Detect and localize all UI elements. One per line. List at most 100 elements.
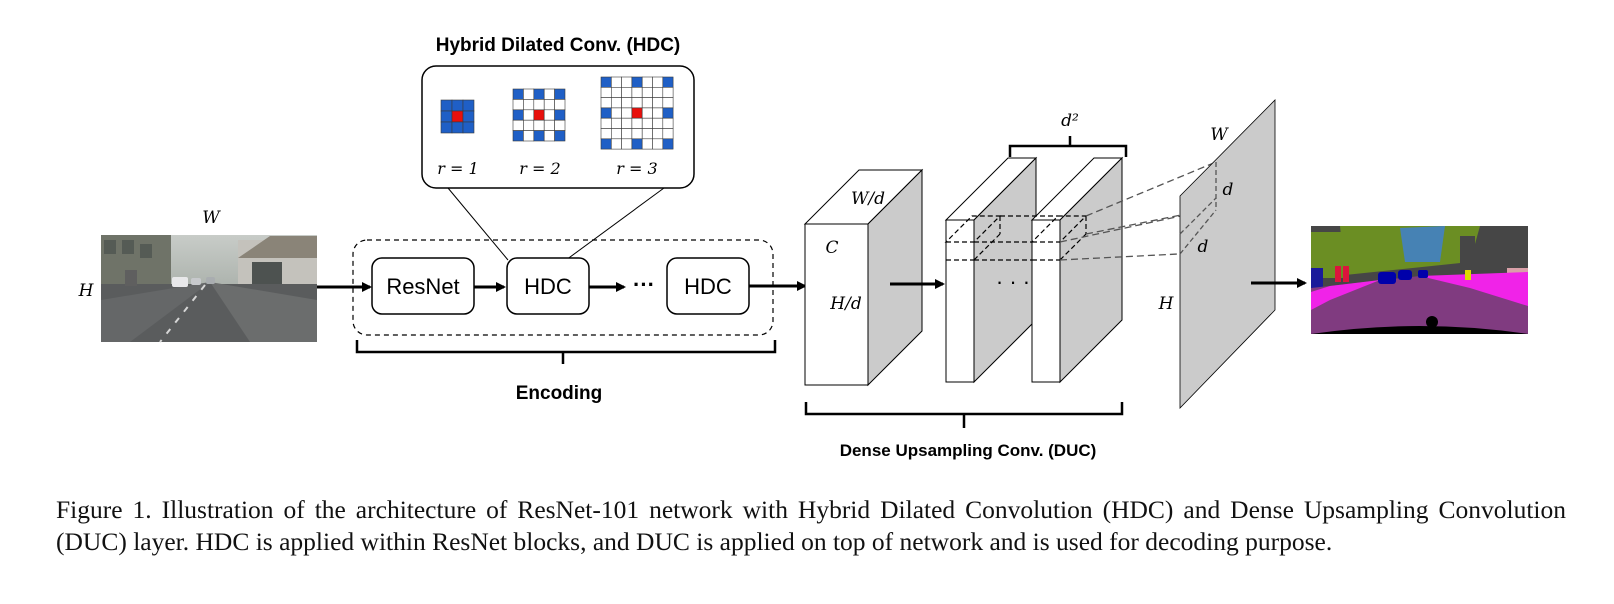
kernel-cell	[621, 138, 633, 150]
kernel-cell	[462, 99, 475, 112]
kernel-cell	[641, 107, 653, 119]
kernel-cell	[610, 117, 622, 129]
kernel-cell	[523, 109, 535, 121]
kernel-cell	[440, 99, 453, 112]
kernel-cell	[662, 117, 674, 129]
kernel-cell	[600, 76, 612, 88]
d2-label: d²	[1061, 111, 1079, 131]
output-plane-subcube	[1179, 162, 1217, 255]
duc-ellipsis: · · ·	[996, 269, 1030, 294]
kernel-cell	[512, 109, 524, 121]
kernel-cell	[610, 87, 622, 98]
kernel-cell	[621, 76, 633, 88]
kernel-cell	[652, 107, 664, 119]
input-width-label: W	[202, 208, 221, 228]
kernel-cell	[523, 130, 535, 142]
output-plane-d1-label: d	[1223, 180, 1234, 200]
kernel-cell	[652, 97, 664, 109]
input-height-label: H	[78, 281, 95, 301]
kernel-cell	[652, 87, 664, 98]
kernel-cell	[512, 119, 524, 131]
hdc-block-1-label: HDC	[524, 274, 572, 299]
feature-map-channels-label: C	[825, 238, 838, 258]
kernel-cell	[610, 76, 622, 88]
kernel-cell	[652, 76, 664, 88]
kernel-cell	[512, 88, 524, 100]
kernel-cell	[610, 107, 622, 119]
kernel-cell	[641, 87, 653, 98]
kernel-cell	[523, 99, 535, 111]
kernel-cell	[451, 110, 464, 123]
callout-line-left	[447, 187, 509, 261]
output-plane-w-label: W	[1210, 125, 1229, 145]
kernel-cell	[641, 97, 653, 109]
kernel-cell	[631, 97, 643, 109]
resnet-block-label: ResNet	[386, 274, 459, 299]
kernel-cell	[533, 88, 545, 100]
kernel-cell	[533, 99, 545, 111]
feature-map-cuboid	[803, 168, 924, 387]
kernel-cell	[451, 121, 464, 134]
kernel-cell	[662, 87, 674, 98]
output-plane-d2-label: d	[1198, 237, 1209, 257]
kernel-cell	[662, 76, 674, 88]
feature-map-height-label: H/d	[829, 294, 862, 314]
kernel-label-r2: r = 2	[519, 159, 560, 178]
kernel-cell	[600, 128, 612, 140]
kernel-cell	[533, 119, 545, 131]
kernel-cell	[512, 130, 524, 142]
kernel-cell	[610, 97, 622, 109]
kernel-cell	[523, 119, 535, 131]
kernel-cell	[621, 128, 633, 140]
kernel-cell	[652, 117, 664, 129]
kernel-cell	[610, 138, 622, 150]
kernel-cell	[600, 117, 612, 129]
output-plane-h-label: H	[1158, 294, 1175, 314]
kernel-cell	[543, 130, 555, 142]
output-plane	[1179, 99, 1276, 409]
kernel-cell	[543, 88, 555, 100]
kernel-cell	[440, 110, 453, 123]
kernel-cell	[533, 109, 545, 121]
hdc-title: Hybrid Dilated Conv. (HDC)	[436, 35, 681, 56]
kernel-cell	[554, 130, 566, 142]
kernel-cell	[440, 121, 453, 134]
figure-caption: Figure 1. Illustration of the architectu…	[56, 495, 1566, 556]
kernel-cell	[600, 97, 612, 109]
kernel-cell	[554, 99, 566, 111]
hdc-block-2-label: HDC	[684, 274, 732, 299]
kernel-cell	[543, 109, 555, 121]
kernel-cell	[641, 117, 653, 129]
kernel-cell	[631, 87, 643, 98]
input-street-image	[101, 235, 317, 343]
kernel-cell	[554, 109, 566, 121]
kernel-cell	[621, 87, 633, 98]
duc-label: Dense Upsampling Conv. (DUC)	[840, 441, 1097, 460]
kernel-cell	[631, 76, 643, 88]
kernel-cell	[600, 87, 612, 98]
feature-map-width-label: W/d	[851, 189, 885, 209]
kernel-cell	[610, 128, 622, 140]
kernel-cell	[621, 97, 633, 109]
encoding-brace	[355, 340, 777, 364]
kernel-cell	[600, 107, 612, 119]
kernel-label-r1: r = 1	[437, 159, 478, 178]
encoding-label: Encoding	[516, 383, 603, 404]
encoder-ellipsis: ···	[633, 272, 655, 297]
kernel-label-r3: r = 3	[616, 159, 657, 178]
callout-line-right	[565, 187, 665, 261]
kernel-cell	[641, 128, 653, 140]
duc-slab-1	[944, 156, 1038, 384]
kernel-cell	[631, 107, 643, 119]
kernel-cell	[554, 119, 566, 131]
kernel-cell	[621, 117, 633, 129]
dilated-kernels	[440, 76, 674, 150]
kernel-cell	[641, 76, 653, 88]
kernel-cell	[662, 138, 674, 150]
kernel-cell	[554, 88, 566, 100]
kernel-cell	[543, 119, 555, 131]
duc-slab-2	[1030, 156, 1124, 384]
kernel-cell	[652, 138, 664, 150]
kernel-cell	[462, 121, 475, 134]
